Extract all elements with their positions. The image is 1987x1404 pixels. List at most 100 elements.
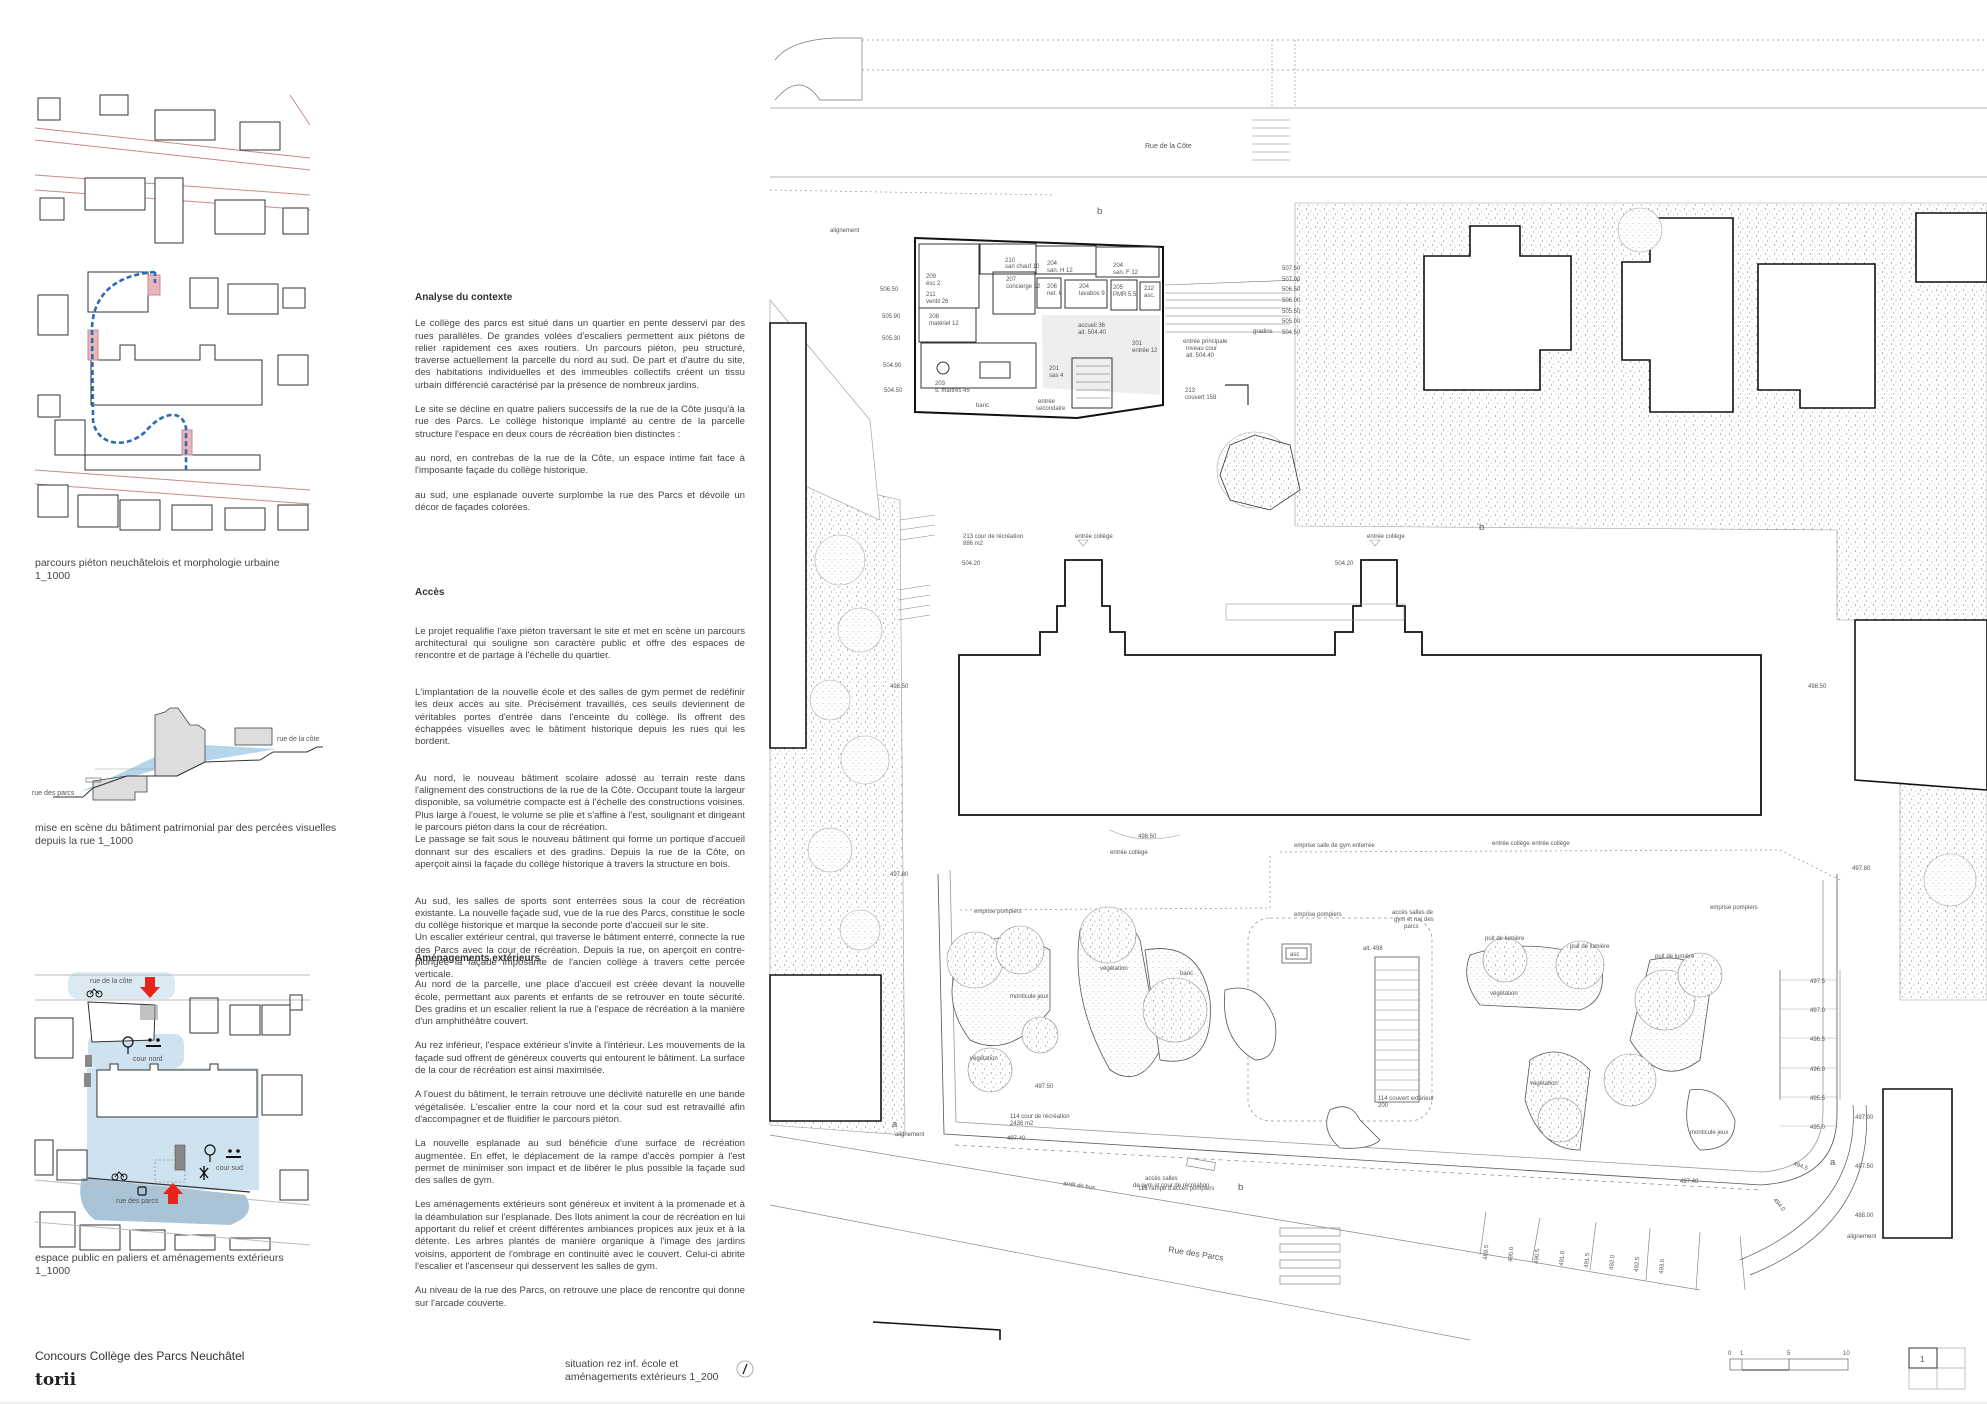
- plan-label: 210: [1005, 258, 1016, 264]
- section-caption: mise en scène du bâtiment patrimonial pa…: [35, 822, 336, 847]
- paragraph: Au niveau de la rue des Parcs, on retrou…: [415, 1285, 745, 1309]
- people-icon: [146, 1038, 161, 1047]
- paragraph: Le collège des parcs est situé dans un q…: [415, 318, 745, 391]
- urban-morphology-map: [34, 94, 311, 531]
- label-rue-de-la-cote: rue de la côte: [277, 736, 320, 743]
- plan-label: 491.5: [1584, 1252, 1591, 1268]
- caption-line: parcours piéton neuchâtelois et morpholo…: [35, 557, 280, 569]
- plan-label: monticule jeux: [1690, 1130, 1728, 1136]
- site-plan: Rue de la Côte: [736, 37, 1987, 1390]
- plan-label: 504.20: [1335, 561, 1354, 567]
- plan-label: gym et rue des: [1394, 917, 1434, 923]
- paragraph: A l'ouest du bâtiment, le terrain retrou…: [415, 1089, 745, 1125]
- plan-label: 115 rampe d'accès pompiers: [1138, 1186, 1214, 1192]
- bicycle-icon: [111, 1171, 128, 1181]
- paragraph: Au rez inférieur, l'espace extérieur s'i…: [415, 1040, 745, 1077]
- plan-label: accès salles de: [1392, 910, 1434, 916]
- plan-label: 1: [1740, 1351, 1744, 1357]
- plan-label: alignement: [895, 1132, 925, 1138]
- public-space-map: rue de la côte cour nord cour sud rue de…: [34, 972, 311, 1251]
- plan-label: 206: [1047, 284, 1058, 290]
- plan-label: 492.0: [1609, 1254, 1616, 1270]
- plan-label: niveau cour: [1186, 346, 1217, 352]
- plan-label: 204: [1079, 284, 1090, 290]
- plan-label: 506.00: [1282, 298, 1301, 304]
- rue-de-la-cote: [769, 37, 1987, 196]
- plan-label: 114 cour de récréation: [1010, 1114, 1070, 1120]
- plan-label: 204: [1047, 261, 1058, 267]
- plan-label: 211: [926, 292, 936, 298]
- plan-label: 497.80: [890, 872, 909, 878]
- plan-label: 498.50: [1138, 834, 1157, 840]
- paragraph: Au nord, le nouveau bâtiment scolaire ad…: [415, 772, 745, 870]
- plan-label: végétation: [970, 1056, 998, 1062]
- plan-label: san. H 12: [1047, 268, 1073, 274]
- paragraph: Le projet requalifie l'axe piéton traver…: [415, 625, 745, 662]
- section-acces: Accès Le projet requalifie l'axe piéton …: [415, 575, 745, 1006]
- visual-section-diagram: rue des parcs rue de la côte: [32, 707, 323, 801]
- plan-label: 506.50: [1282, 287, 1301, 293]
- plan-label: ventil 26: [926, 299, 949, 305]
- plan-label: 504.50: [884, 388, 903, 394]
- plan-label: asc: [1290, 952, 1299, 958]
- map1-caption: parcours piéton neuchâtelois et morpholo…: [35, 557, 280, 582]
- plan-label: puit de lumière: [1485, 936, 1525, 942]
- plan-label: accès salles: [1145, 1176, 1178, 1182]
- plan-label: 5: [1787, 1351, 1791, 1357]
- plan-label: sas 4: [1049, 373, 1064, 379]
- plan-label: concierge 12: [1006, 284, 1041, 290]
- plan-label: alt. 504.40: [1078, 330, 1107, 336]
- plan-label: secondaire: [1036, 406, 1066, 412]
- people-icon: [226, 1149, 241, 1158]
- tree-icon: [204, 1144, 216, 1162]
- plan-label: alignement: [830, 228, 860, 234]
- plan-label: 497.5: [1810, 979, 1826, 985]
- plan-label: 0: [1728, 1351, 1732, 1357]
- paragraph: Au sud, les salles de sports sont enterr…: [415, 895, 745, 981]
- plan-label: 507.50: [1282, 266, 1301, 272]
- plan-label: asc.: [1144, 293, 1155, 299]
- brand-logo: torii: [35, 1370, 77, 1390]
- plan-label: 495.0: [1810, 1125, 1826, 1131]
- plan-label: végétation: [1490, 991, 1518, 997]
- caption-line: 1_1000: [35, 569, 71, 582]
- plan-label: entrée collège: [1492, 841, 1530, 847]
- paragraph: Les aménagements extérieurs sont généreu…: [415, 1199, 745, 1272]
- plan-label: 2436 m2: [1010, 1121, 1034, 1127]
- paragraph: au sud, une esplanade ouverte surplombe …: [415, 489, 745, 513]
- plan-label: 497.40: [1680, 1179, 1699, 1185]
- plan-label: 201: [1132, 341, 1143, 347]
- label-rue-de-la-cote: rue de la côte: [90, 978, 133, 985]
- plan-label: 490.5: [1534, 1248, 1541, 1264]
- plan-label: emprise pompiers: [1710, 905, 1758, 911]
- plan-label: 497.00: [1855, 1115, 1874, 1121]
- plan-label: entrée collège: [1532, 841, 1570, 847]
- street-label-rue-des-parcs: Rue des Parcs: [1168, 1244, 1225, 1263]
- plan-label: 504.20: [962, 561, 981, 567]
- section-analyse-du-contexte: Analyse du contexte Le collège des parcs…: [415, 292, 745, 526]
- plan-label: 504.50: [1282, 330, 1301, 336]
- plan-label: 491.0: [1559, 1250, 1566, 1266]
- plan-caption: situation rez inf. école et aménagements…: [565, 1358, 719, 1383]
- plan-label: 507.00: [1282, 277, 1301, 283]
- plan-label: 504.90: [883, 363, 902, 369]
- pedestrian-path: [90, 270, 188, 472]
- plan-label: 207: [1006, 277, 1017, 283]
- paragraph: Le site se décline en quatre paliers suc…: [415, 404, 745, 440]
- plan-label: 114 couvert extérieur: [1378, 1096, 1434, 1102]
- plan-label: couvert 158: [1185, 395, 1217, 401]
- plan-label: b: [1479, 522, 1484, 533]
- plan-label: 493.0: [1659, 1258, 1666, 1274]
- bus-icon: [137, 1186, 147, 1196]
- plan-label: emprise pompiers: [974, 909, 1022, 915]
- plan-label: 208: [929, 314, 940, 320]
- plan-label: net. 6: [1047, 291, 1063, 297]
- label-cour-sud: cour sud: [216, 1165, 243, 1172]
- caption-line: mise en scène du bâtiment patrimonial pa…: [35, 822, 337, 834]
- plan-label: 490.0: [1508, 1246, 1515, 1262]
- plan-label: entrée: [1038, 399, 1056, 405]
- plan-label: alignement: [1847, 1234, 1877, 1240]
- section-amenagements-exterieurs: Aménagements extérieurs Au nord de la pa…: [415, 953, 745, 1322]
- plan-label: banc: [1180, 971, 1193, 977]
